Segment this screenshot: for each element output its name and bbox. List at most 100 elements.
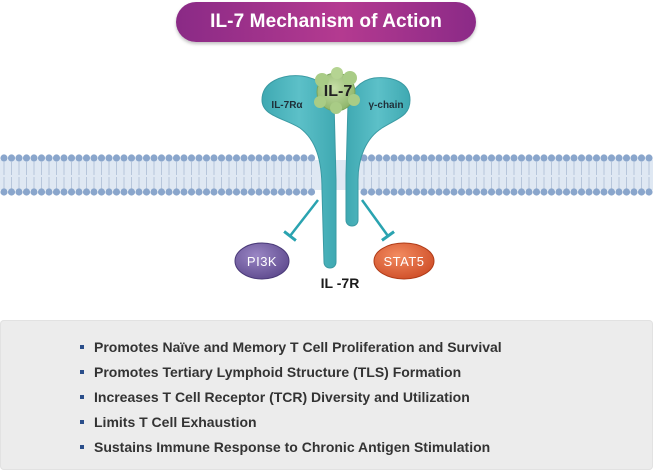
lipid-head	[367, 154, 376, 162]
lipid-head	[592, 154, 601, 162]
lipid-head	[420, 154, 428, 162]
lipid-head	[397, 188, 406, 196]
lipid-head	[495, 188, 503, 196]
lipid-head	[105, 188, 113, 196]
lipid-head	[285, 188, 293, 196]
stat5-signal-arrow	[360, 199, 395, 242]
lipid-head	[555, 188, 563, 196]
lipid-head	[645, 154, 653, 162]
lipid-head	[472, 188, 481, 196]
il7-label: IL-7	[324, 83, 353, 100]
lipid-head	[547, 154, 556, 162]
lipid-head	[637, 154, 646, 162]
lipid-head	[517, 154, 526, 162]
lipid-head	[412, 188, 421, 196]
lipid-head	[150, 154, 158, 162]
lipid-head	[465, 188, 473, 196]
lipid-head	[82, 154, 91, 162]
lipid-head	[375, 154, 383, 162]
il7r-alpha-chain	[261, 75, 337, 269]
il7-ligand: IL-7	[314, 67, 360, 114]
lipid-head	[15, 154, 23, 162]
lipid-head	[75, 188, 83, 196]
lipid-head	[615, 188, 623, 196]
lipid-head	[615, 154, 623, 162]
lipid-head	[262, 188, 271, 196]
lipid-head	[637, 188, 646, 196]
lipid-head	[0, 154, 8, 162]
lipid-head	[427, 154, 436, 162]
lipid-head	[367, 188, 376, 196]
lipid-head	[487, 154, 496, 162]
lipid-head	[15, 188, 23, 196]
lipid-head	[202, 188, 211, 196]
lipid-head	[375, 188, 383, 196]
lipid-head	[262, 154, 271, 162]
benefit-item: Sustains Immune Response to Chronic Anti…	[80, 434, 502, 459]
lipid-head	[165, 154, 173, 162]
benefit-item: Limits T Cell Exhaustion	[80, 409, 502, 434]
lipid-head	[30, 188, 38, 196]
lipid-head	[97, 188, 106, 196]
lipid-head	[405, 188, 413, 196]
lipid-head	[67, 188, 76, 196]
lipid-head	[300, 188, 308, 196]
stat5-node: STAT5	[373, 242, 435, 280]
lipid-head	[240, 188, 248, 196]
lipid-head	[555, 154, 563, 162]
lipid-head	[210, 188, 218, 196]
lipid-head	[255, 154, 263, 162]
bullet-icon	[80, 344, 84, 349]
lipid-head	[525, 188, 533, 196]
benefit-text: Limits T Cell Exhaustion	[94, 413, 257, 430]
lipid-head	[120, 188, 128, 196]
lipid-head	[195, 154, 203, 162]
lipid-head	[157, 188, 166, 196]
benefit-text: Promotes Naïve and Memory T Cell Prolife…	[94, 338, 502, 355]
lipid-head	[82, 188, 91, 196]
lipid-head	[22, 154, 31, 162]
lipid-head	[435, 154, 443, 162]
lipid-head	[307, 188, 316, 196]
gamma-chain	[345, 77, 411, 227]
lipid-head	[90, 154, 98, 162]
lipid-head	[517, 188, 526, 196]
lipid-head	[210, 154, 218, 162]
lipid-head	[585, 154, 593, 162]
lipid-head	[382, 188, 391, 196]
lipid-head	[420, 188, 428, 196]
lipid-head	[165, 188, 173, 196]
lipid-head	[390, 188, 398, 196]
lipid-head	[180, 154, 188, 162]
lipid-head	[240, 154, 248, 162]
lipid-head	[67, 154, 76, 162]
pi3k-label: PI3K	[247, 254, 277, 269]
lipid-head	[217, 188, 226, 196]
lipid-head	[510, 188, 518, 196]
bullet-icon	[80, 419, 84, 424]
lipid-head	[405, 154, 413, 162]
lipid-head	[562, 154, 571, 162]
pi3k-signal-arrow	[283, 199, 319, 242]
lipid-head	[442, 154, 451, 162]
lipid-head	[97, 154, 106, 162]
lipid-head	[600, 154, 608, 162]
lipid-head	[277, 154, 286, 162]
lipid-head	[157, 154, 166, 162]
lipid-head	[180, 188, 188, 196]
lipid-head	[270, 188, 278, 196]
lipid-head	[382, 154, 391, 162]
lipid-head	[540, 188, 548, 196]
lipid-head	[622, 154, 631, 162]
lipid-head	[217, 154, 226, 162]
lipid-head	[427, 188, 436, 196]
bullet-icon	[80, 369, 84, 374]
lipid-head	[607, 154, 616, 162]
lipid-head	[0, 188, 8, 196]
lipid-head	[202, 154, 211, 162]
benefits-list: Promotes Naïve and Memory T Cell Prolife…	[80, 334, 502, 459]
lipid-head	[397, 154, 406, 162]
lipid-head	[645, 188, 653, 196]
lipid-head	[577, 188, 586, 196]
lipid-head	[442, 188, 451, 196]
